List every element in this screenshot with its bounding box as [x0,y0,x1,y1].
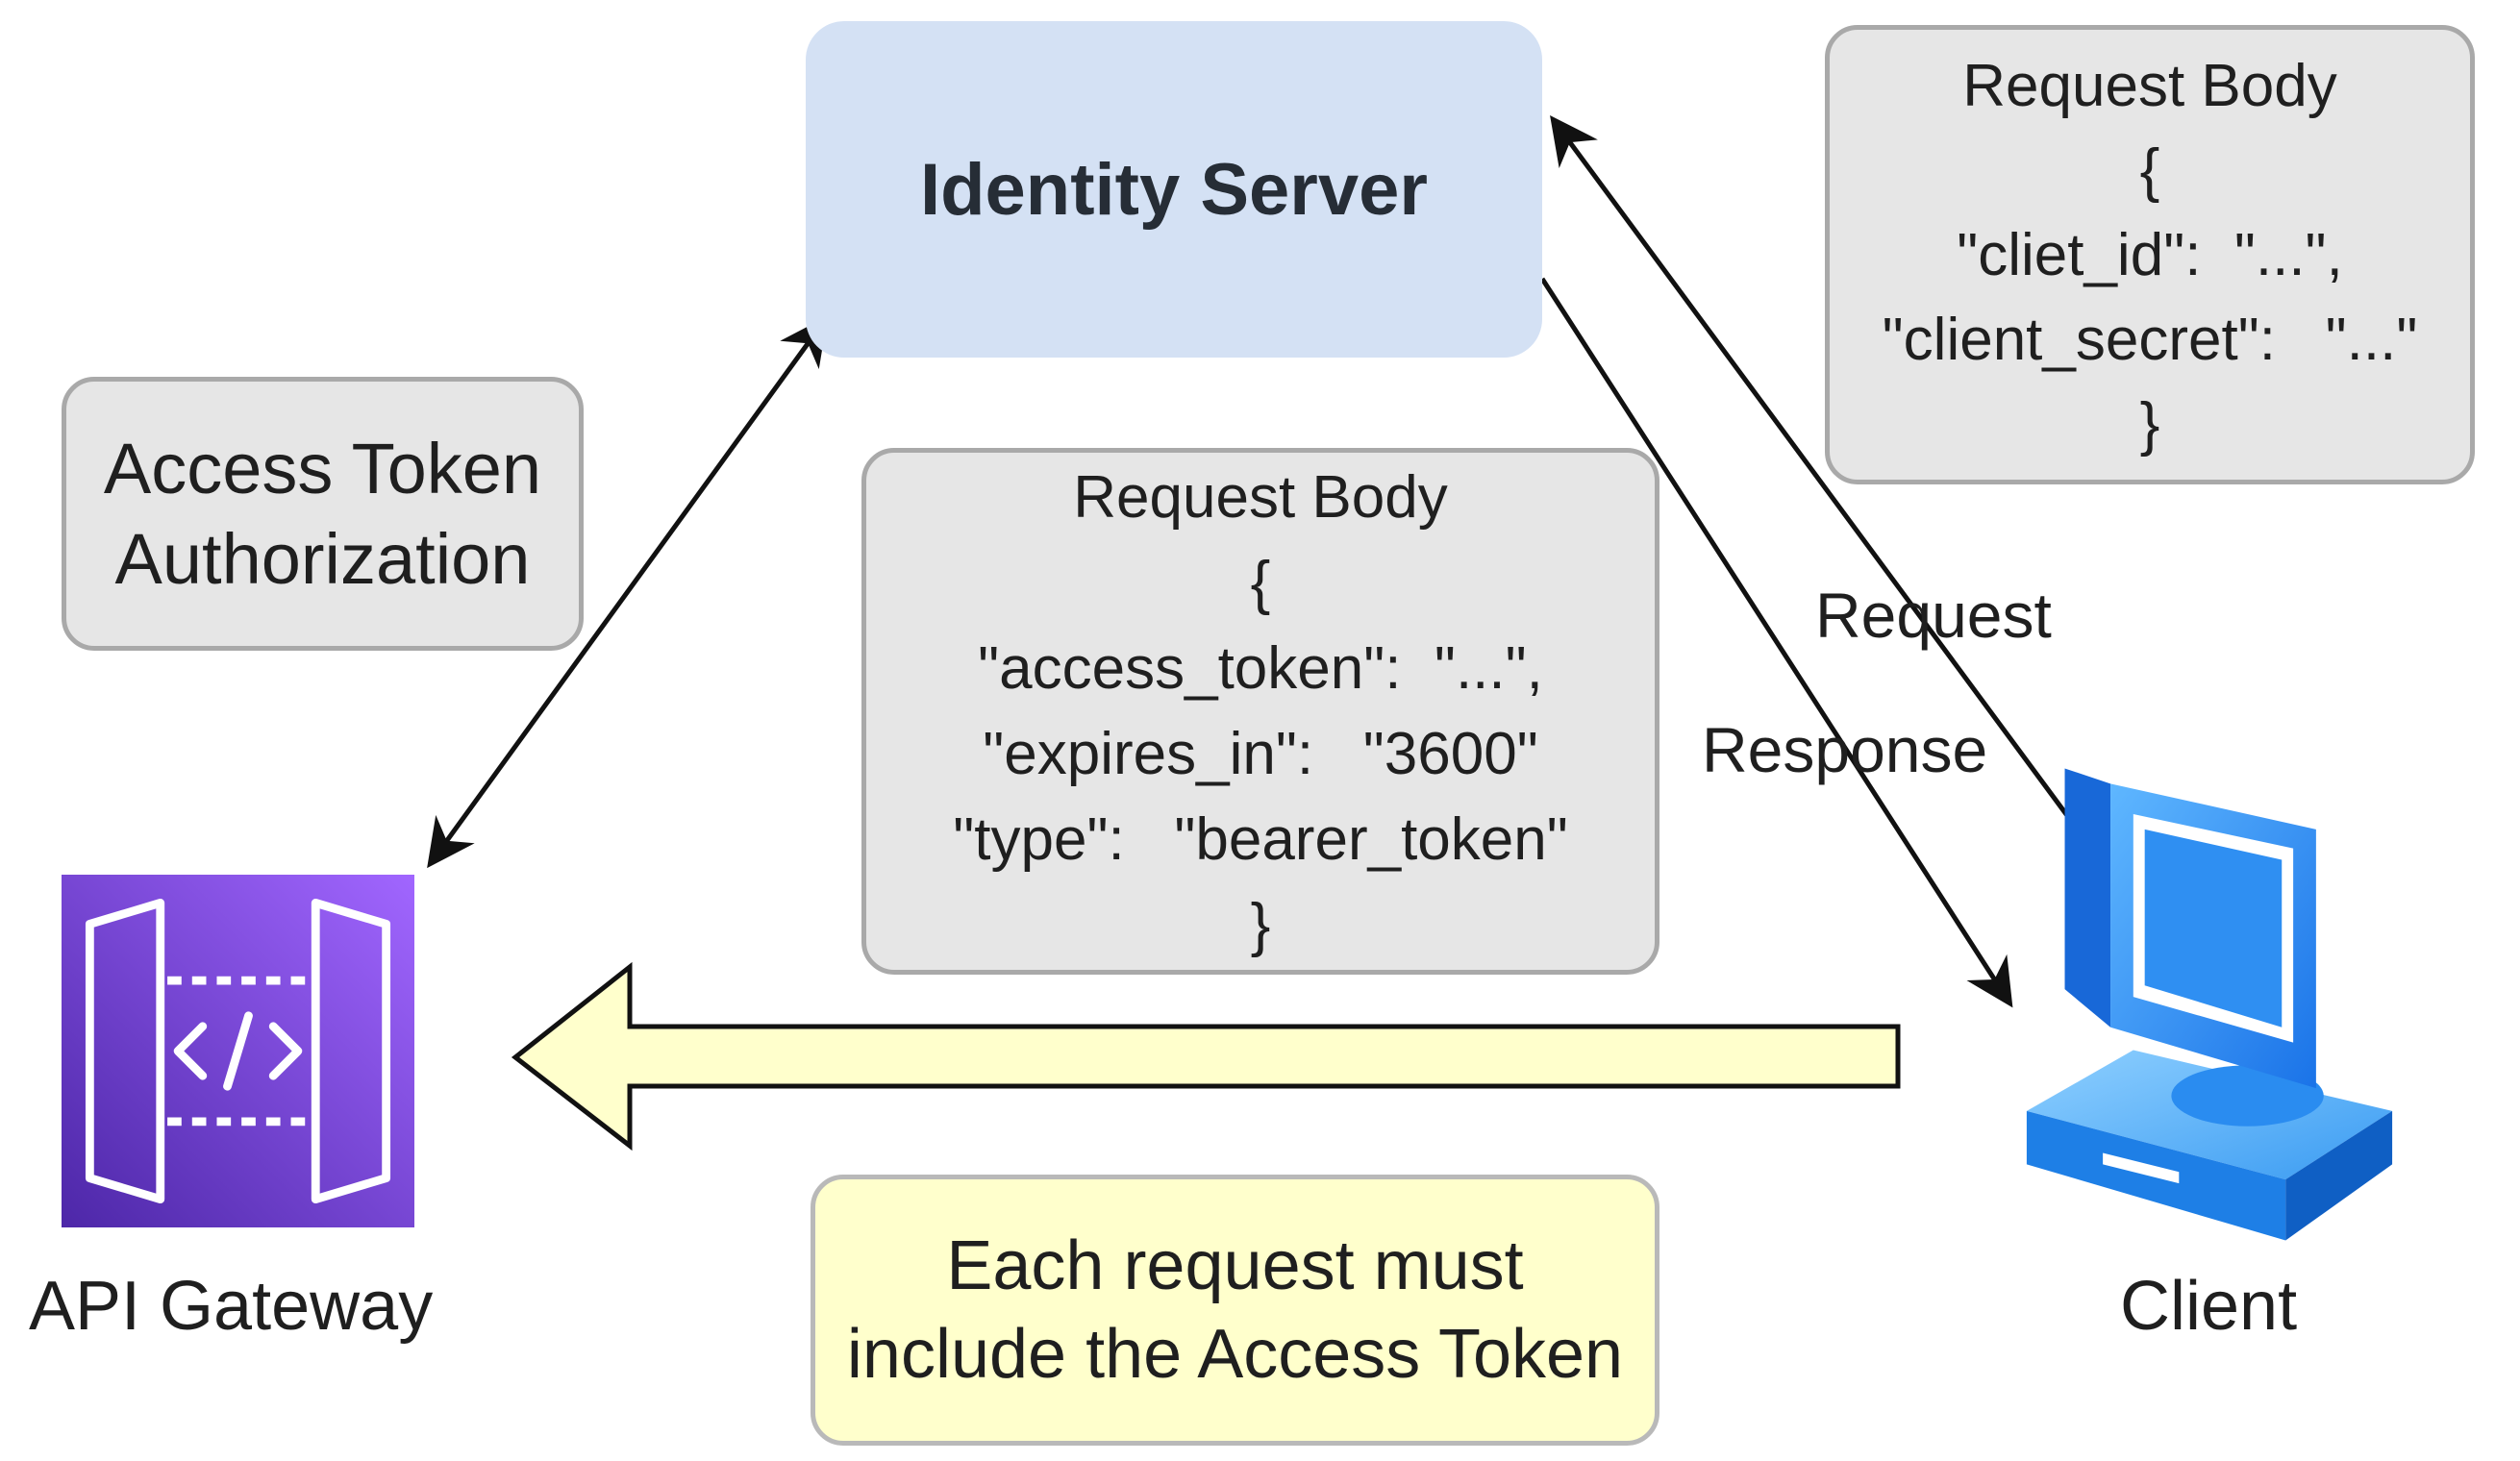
token-body-close-brace: } [1250,892,1271,958]
credentials-client-secret: "client_secret": "..." [1882,307,2418,373]
response-connector [1539,277,2013,1008]
access-token-line-2: Authorization [114,518,531,599]
api-gateway-label: API Gateway [29,1268,434,1345]
identity-server-title: Identity Server [920,148,1428,231]
token-request-arrow [511,961,1901,1151]
request-connector [1550,114,2080,830]
access-token-note-box: Each request must include the Access Tok… [811,1175,1659,1446]
token-body-type: "type": "bearer_token" [953,806,1568,873]
token-body-access-token: "access_token": "...", [978,635,1543,702]
token-response-body-box: Request Body { "access_token": "...", "e… [861,448,1659,975]
note-line-2: include the Access Token [846,1316,1624,1393]
api-gateway-icon [62,875,414,1227]
identity-server-box: Identity Server [806,21,1542,358]
credentials-open-brace: { [2139,137,2160,204]
credentials-title: Request Body [1962,53,2337,119]
response-label: Response [1702,714,1988,785]
credentials-close-brace: } [2139,391,2160,458]
access-token-authorization-box: Access Token Authorization [62,377,584,651]
access-token-line-1: Access Token [103,428,542,508]
request-label: Request [1815,580,2052,651]
credentials-client-id: "cliet_id": "...", [1957,222,2343,288]
token-body-open-brace: { [1250,550,1271,616]
token-body-expires-in: "expires_in": "3600" [983,721,1538,787]
gateway-identity-connector [427,315,828,869]
desktop-computer-icon [2026,768,2393,1241]
token-body-title: Request Body [1073,464,1448,531]
note-line-1: Each request must [946,1227,1524,1304]
client-label: Client [2120,1268,2298,1345]
credentials-request-body-box: Request Body { "cliet_id": "...", "clien… [1825,25,2475,484]
